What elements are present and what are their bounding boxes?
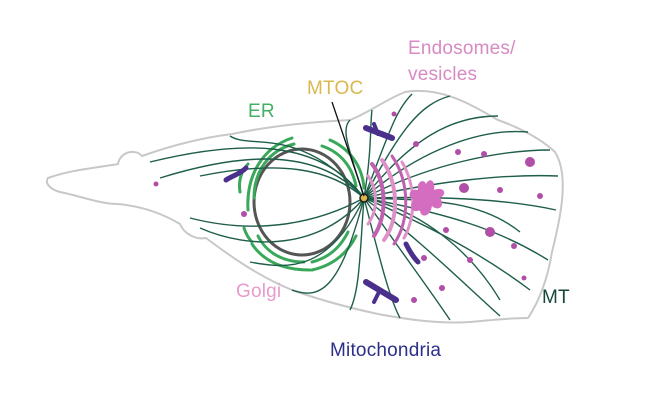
label-mitochondria: Mitochondria xyxy=(330,340,442,361)
label-mtoc: MTOC xyxy=(307,78,364,99)
cell-membrane xyxy=(46,89,564,324)
endosome-cluster xyxy=(409,180,445,216)
vesicles xyxy=(153,111,543,303)
label-endosomes-line2: vesicles xyxy=(408,64,478,85)
label-endosomes-vesicles: Endosomes/ vesicles xyxy=(408,36,516,88)
nucleus xyxy=(252,147,352,257)
label-mt: MT xyxy=(542,287,570,308)
mitochondria xyxy=(223,122,421,304)
label-endosomes-line1: Endosomes/ xyxy=(408,38,516,59)
label-er: ER xyxy=(248,101,275,122)
label-golgi: Golgi xyxy=(236,281,282,302)
golgi-stacks xyxy=(366,154,415,246)
microtubules xyxy=(149,93,559,321)
mtoc-pointer-line xyxy=(331,101,365,197)
